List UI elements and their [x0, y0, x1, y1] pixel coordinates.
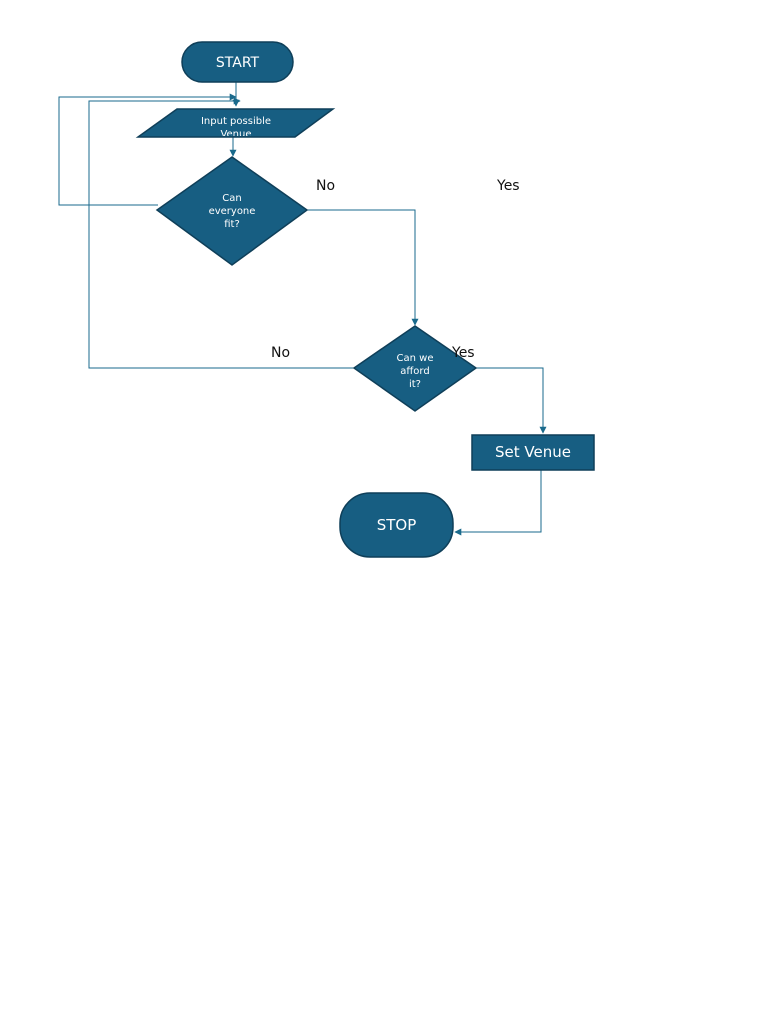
connector-afford-no-loop — [88, 97, 354, 369]
afford-no-label: No — [271, 345, 290, 361]
connector-afford-yes-to-set — [476, 367, 547, 434]
stop-label: STOP — [377, 516, 417, 534]
connector-fit-no-loop — [58, 93, 237, 206]
input-venue-label-line1: Input possible — [201, 116, 271, 127]
stop-node: STOP — [339, 492, 454, 558]
input-venue-node: Input possible Venue — [135, 108, 336, 140]
afford-decision-line2: afford — [400, 366, 429, 377]
set-venue-label: Set Venue — [495, 443, 571, 461]
fit-no-label: No — [316, 178, 335, 194]
input-venue-label-line2: Venue — [220, 129, 251, 140]
start-node: START — [181, 41, 294, 83]
afford-yes-label: Yes — [451, 345, 475, 361]
afford-decision-line1: Can we — [397, 353, 434, 364]
connector-set-to-stop — [454, 470, 542, 536]
fit-yes-label: Yes — [496, 178, 520, 194]
afford-decision-line3: it? — [409, 379, 421, 390]
set-venue-node: Set Venue — [471, 434, 595, 471]
afford-decision-node: Can we afford it? — [352, 325, 478, 412]
start-label: START — [216, 55, 260, 71]
connector-fit-yes-to-afford — [307, 209, 419, 326]
fit-decision-node: Can everyone fit? — [155, 156, 309, 266]
fit-decision-line1: Can — [222, 193, 241, 204]
fit-decision-line2: everyone — [209, 206, 256, 217]
fit-decision-line3: fit? — [224, 219, 240, 230]
